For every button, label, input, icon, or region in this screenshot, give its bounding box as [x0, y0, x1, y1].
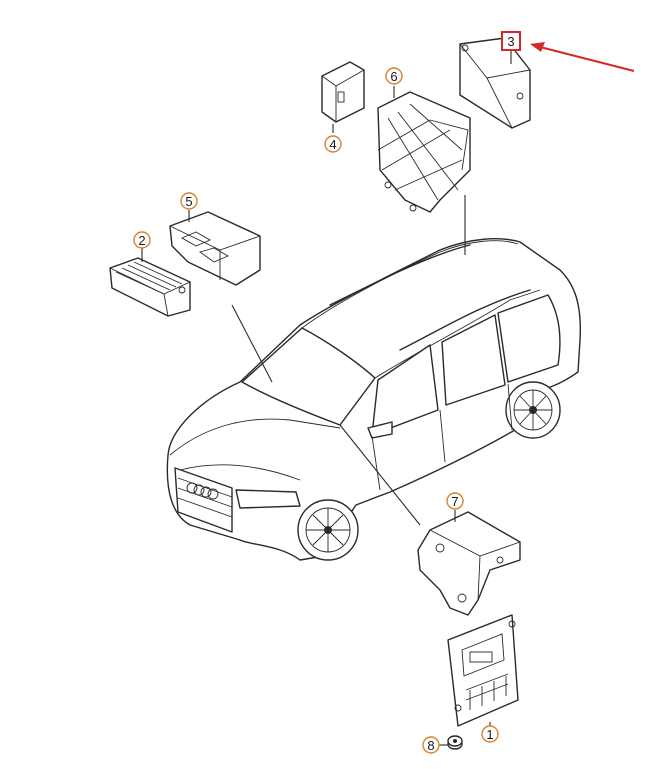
callout-1-label: 1 [486, 727, 493, 742]
vehicle-illustration [166, 238, 582, 561]
callout-7-label: 7 [451, 494, 458, 509]
part-3-control-unit [459, 37, 531, 129]
logo-rings [186, 482, 219, 500]
callout-5: 5 [180, 192, 198, 210]
callout-2-label: 2 [138, 233, 145, 248]
callout-2: 2 [133, 231, 151, 249]
callout-1: 1 [481, 725, 499, 743]
part-1-control-unit [447, 614, 519, 727]
callout-6: 6 [385, 67, 403, 85]
callout-4: 4 [324, 135, 342, 153]
part-2-plate [109, 257, 191, 317]
rear-wheel [505, 381, 561, 439]
callout-8: 8 [422, 736, 440, 754]
part-7-bracket [417, 511, 521, 616]
callout-3-label: 3 [507, 34, 514, 49]
leader-lines [141, 50, 512, 746]
callout-6-label: 6 [390, 69, 397, 84]
part-6-bracket [377, 91, 471, 213]
part-8-nut [447, 735, 463, 750]
callout-7: 7 [446, 492, 464, 510]
callout-8-label: 8 [427, 738, 434, 753]
part-4-module [321, 61, 365, 123]
highlight-arrow [530, 42, 635, 72]
callout-3: 3 [501, 31, 521, 51]
callout-5-label: 5 [185, 194, 192, 209]
callout-4-label: 4 [329, 137, 336, 152]
front-wheel [297, 499, 359, 561]
part-5-tray [169, 211, 261, 286]
highlight-box [501, 31, 521, 51]
